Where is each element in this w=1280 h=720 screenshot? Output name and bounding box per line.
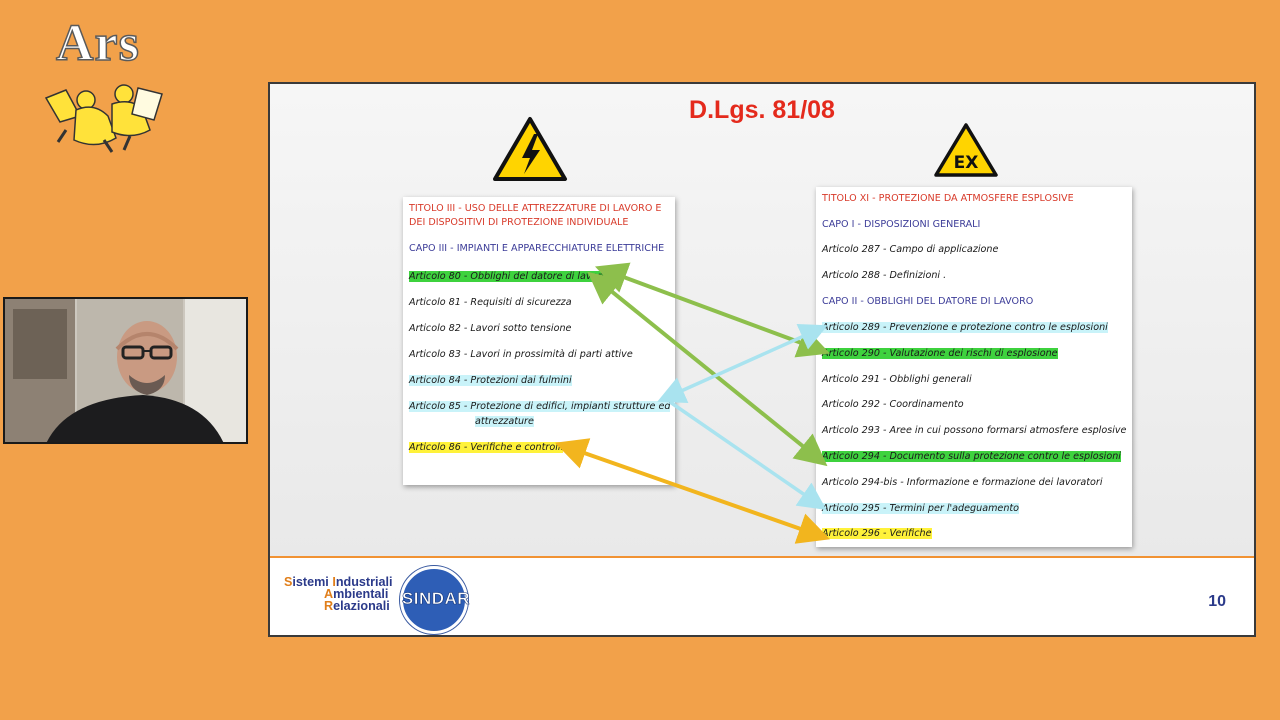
- ars-logo: Ars: [40, 8, 190, 158]
- arrow-86-296: [554, 438, 831, 544]
- article-row: Articolo 296 - Verifiche: [822, 527, 932, 541]
- arrow-80-290: [594, 262, 831, 358]
- article-label: Articolo 296 - Verifiche: [822, 528, 932, 540]
- article-label: Articolo 294 - Documento sulla protezion…: [822, 451, 1121, 462]
- article-row: Articolo 82 - Lavori sotto tensione: [409, 322, 571, 336]
- article-row: Articolo 288 - Definizioni .: [822, 269, 946, 283]
- slide-title: D.Lgs. 81/08: [689, 96, 835, 124]
- article-label: Articolo 292 - Coordinamento: [822, 399, 964, 411]
- arrow-85-289: [657, 323, 828, 404]
- ex-label: EX: [954, 153, 979, 173]
- explosive-atmosphere-icon: EX: [934, 123, 998, 177]
- article-label: Articolo 291 - Obblighi generali: [822, 373, 972, 385]
- article-row: attrezzature: [475, 415, 534, 429]
- presenter-webcam: [3, 297, 248, 444]
- presenter-video-frame: [5, 299, 246, 442]
- article-label: Articolo 84 - Protezioni dai fulmini: [409, 375, 572, 386]
- article-label: Articolo 289 - Prevenzione e protezione …: [822, 322, 1108, 333]
- article-label: Articolo 86 - Verifiche e controlli: [409, 442, 564, 453]
- article-label: Articolo 293 - Aree in cui possono forma…: [822, 425, 1127, 437]
- tagline-line: Ambientali: [324, 587, 389, 601]
- article-label: Articolo 83 - Lavori in prossimità di pa…: [409, 349, 633, 360]
- article-label: Articolo 290 - Valutazione dei rischi di…: [822, 347, 1058, 359]
- presentation-slide: D.Lgs. 81/08 EX TITOLO III - USO DELLE A…: [268, 82, 1256, 637]
- article-row: Articolo 291 - Obblighi generali: [822, 373, 972, 387]
- titolo-iii-title-line2: DEI DISPOSITIVI DI PROTEZIONE INDIVIDUAL…: [409, 217, 629, 228]
- slide-page-number: 10: [1208, 593, 1226, 610]
- sindar-text: SINDAR: [401, 589, 471, 609]
- capo-iii-header: CAPO III - IMPIANTI E APPARECCHIATURE EL…: [409, 243, 665, 254]
- article-row: Articolo 86 - Verifiche e controlli: [409, 441, 564, 455]
- article-row: Articolo 84 - Protezioni dai fulmini: [409, 374, 572, 388]
- article-label: Articolo 287 - Campo di applicazione: [822, 244, 999, 255]
- arrow-85-295: [669, 400, 827, 510]
- article-label: attrezzature: [475, 416, 534, 427]
- article-row: Articolo 294-bis - Informazione e formaz…: [822, 476, 1103, 490]
- ars-mascot-icon: [44, 84, 163, 153]
- article-label: Articolo 294-bis - Informazione e formaz…: [822, 476, 1103, 488]
- article-label: Articolo 80 - Obblighi del datore di lav…: [409, 271, 608, 282]
- capo-i-header: CAPO I - DISPOSIZIONI GENERALI: [822, 219, 981, 230]
- article-row: Articolo 81 - Requisiti di sicurezza: [409, 296, 572, 310]
- footer-divider: [270, 556, 1254, 558]
- article-row: Articolo 293 - Aree in cui possono forma…: [822, 424, 1126, 438]
- capo-ii-header: CAPO II - OBBLIGHI DEL DATORE DI LAVORO: [822, 296, 1034, 307]
- article-label: Articolo 82 - Lavori sotto tensione: [409, 323, 572, 334]
- relation-arrows: [554, 262, 831, 544]
- article-row: Articolo 292 - Coordinamento: [822, 398, 964, 412]
- article-row: Articolo 295 - Termini per l'adeguamento: [822, 502, 1020, 516]
- titolo-xi-box: TITOLO XI - PROTEZIONE DA ATMOSFERE ESPL…: [816, 187, 1132, 547]
- article-label: Articolo 85 - Protezione di edifici, imp…: [409, 401, 671, 412]
- article-label: Articolo 288 - Definizioni .: [822, 270, 947, 281]
- tagline-line: Sistemi Industriali: [284, 575, 393, 589]
- article-row: Articolo 80 - Obblighi del datore di lav…: [409, 270, 608, 284]
- article-row: Articolo 85 - Protezione di edifici, imp…: [409, 400, 671, 414]
- sindar-emblem: SINDAR: [400, 566, 470, 634]
- tagline-line: Relazionali: [324, 599, 390, 613]
- electrical-hazard-icon: [493, 117, 567, 181]
- article-row: Articolo 287 - Campo di applicazione: [822, 243, 998, 257]
- ars-logo-text: Ars: [55, 14, 140, 73]
- article-row: Articolo 294 - Documento sulla protezion…: [822, 450, 1121, 464]
- article-row: Articolo 83 - Lavori in prossimità di pa…: [409, 348, 633, 362]
- titolo-iii-title-line1: TITOLO III - USO DELLE ATTREZZATURE DI L…: [409, 203, 662, 214]
- article-row: Articolo 290 - Valutazione dei rischi di…: [822, 347, 1058, 361]
- article-label: Articolo 81 - Requisiti di sicurezza: [409, 297, 572, 308]
- article-row: Articolo 289 - Prevenzione e protezione …: [822, 321, 1108, 335]
- article-label: Articolo 295 - Termini per l'adeguamento: [822, 502, 1020, 514]
- titolo-xi-title: TITOLO XI - PROTEZIONE DA ATMOSFERE ESPL…: [822, 193, 1074, 204]
